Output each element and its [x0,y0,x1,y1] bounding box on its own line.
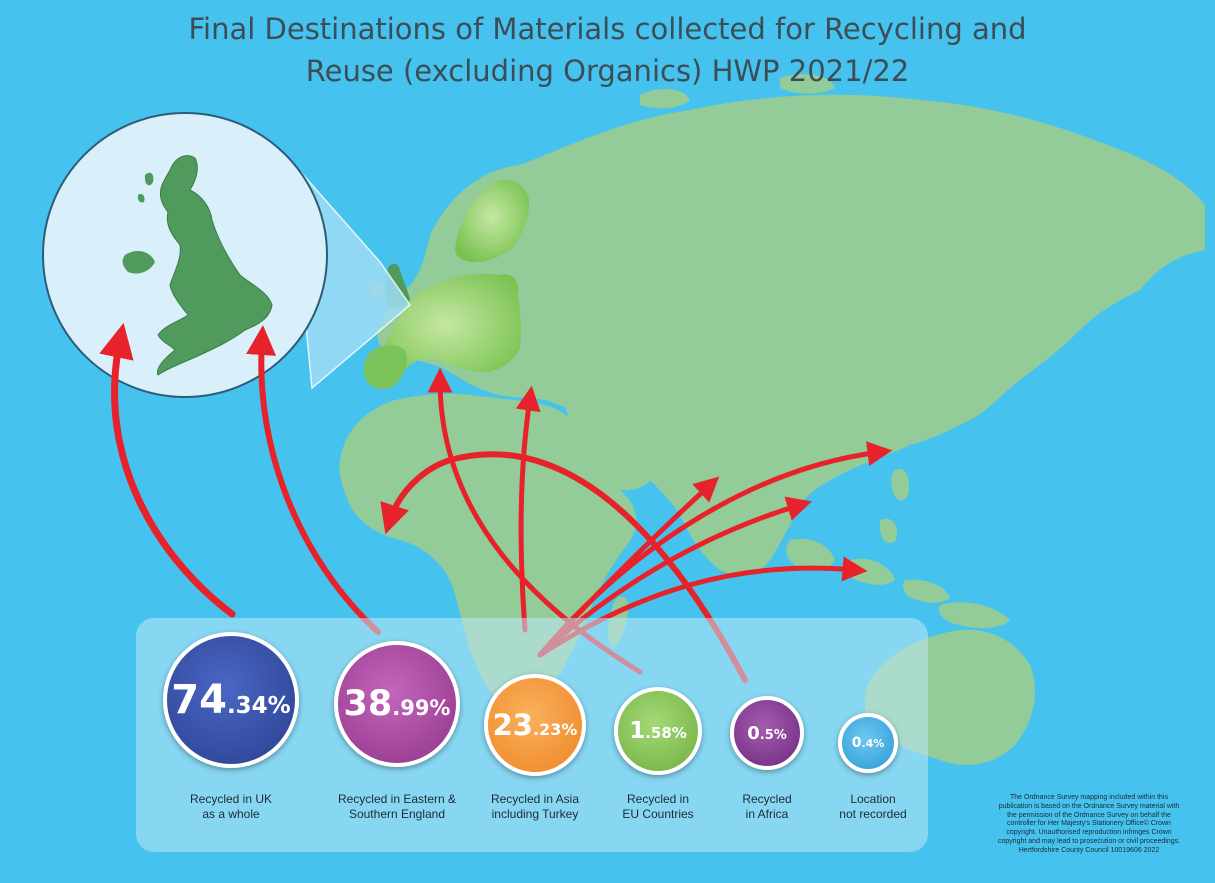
northern-ireland-inset [122,250,155,274]
iberia [363,345,407,390]
scandinavia [455,179,530,262]
arrow-turkey [515,385,541,633]
japan [942,334,975,410]
great-britain-inset [156,155,273,376]
label-recycled-africa: Recycled in Africa [742,792,792,821]
europe-eu-region [370,273,521,387]
southeast-asia-islands [786,518,950,603]
arrow-china [537,441,893,658]
label-recycled-asia-turkey: Recycled in Asia including Turkey [490,792,580,821]
label-recycled-uk: Recycled in UK as a whole [189,792,273,821]
stat-location-not-recorded: 0.4% [838,713,898,773]
label-recycled-eu-countries: Recycled in EU Countries [622,792,694,821]
arrow-uk-whole [99,322,236,618]
arrow-west-africa [380,451,748,683]
new-guinea [938,602,1010,629]
arrow-eastern-southern-england [246,325,381,635]
stat-recycled-asia-turkey: 23.23% [484,674,586,776]
arabia [565,403,657,491]
arctic-islands [640,74,1001,137]
stat-recycled-eastern-southern-england: 38.99% [334,641,460,767]
page-title: Final Destinations of Materials collecte… [0,8,1215,92]
label-recycled-eastern-southern-england: Recycled in Eastern & Southern England [337,792,457,821]
label-location-not-recorded: Location not recorded [839,792,907,821]
philippines [891,468,910,501]
title-line-2: Reuse (excluding Organics) HWP 2021/22 [305,54,910,88]
title-line-1: Final Destinations of Materials collecte… [188,12,1027,46]
stat-recycled-africa: 0.5% [730,696,804,770]
copyright-notice: The Ordnance Survey mapping included wit… [997,794,1181,854]
stat-recycled-eu-countries: 1.58% [614,687,702,775]
eurasia-landmass [377,94,1205,576]
hebrides-inset [137,172,154,203]
stat-recycled-uk: 74.34% [163,632,299,768]
